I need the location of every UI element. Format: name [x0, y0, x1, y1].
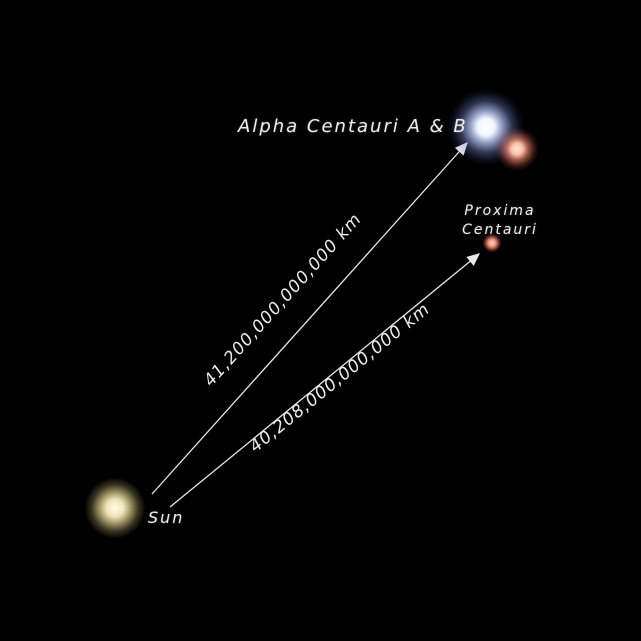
proxima-label-line2: Centauri	[462, 222, 538, 238]
sun-star	[85, 478, 145, 538]
arrow-sun-to-proxima	[169, 253, 481, 508]
proxima-label-line1: Proxima	[464, 203, 536, 219]
alpha-centauri-b-star	[495, 127, 539, 171]
proxima-centauri-star	[483, 234, 501, 252]
sun-label: Sun	[148, 508, 185, 527]
arrow-sun-to-alpha-centauri	[151, 142, 468, 495]
alpha-centauri-label: Alpha Centauri A & B	[238, 116, 468, 137]
proxima-centauri-label: Proxima Centauri	[452, 202, 548, 240]
